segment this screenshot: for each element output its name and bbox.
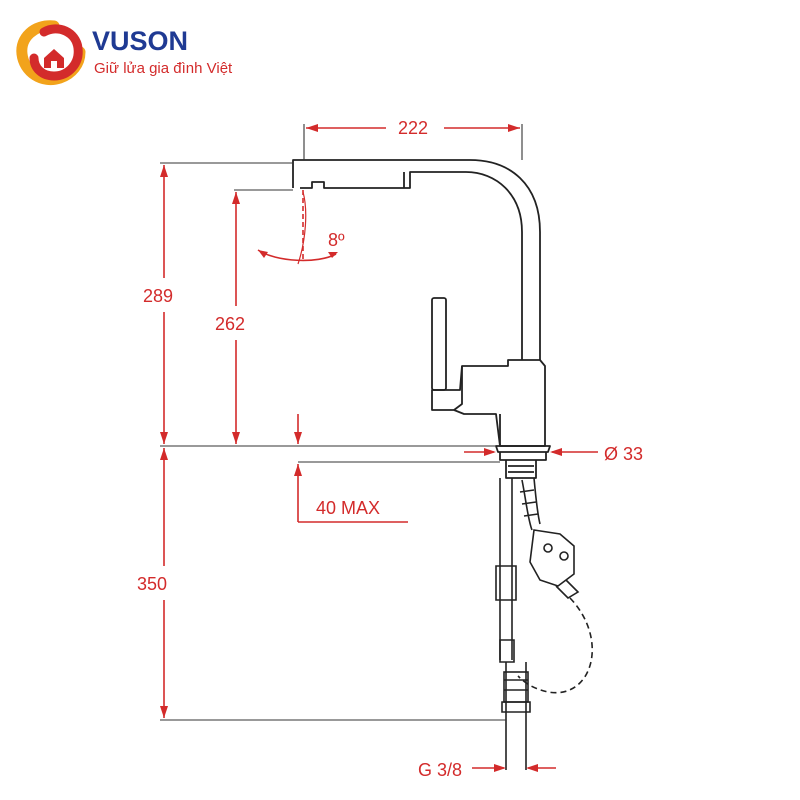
dim-connection: G 3/8 xyxy=(418,760,462,780)
faucet-body xyxy=(292,159,551,479)
threaded-shank xyxy=(505,460,537,479)
faucet-body-shape xyxy=(431,359,546,447)
hose-loop xyxy=(517,597,594,694)
spout-inner xyxy=(300,171,523,360)
corrugated-hose xyxy=(521,479,533,531)
spout-outer xyxy=(292,159,541,360)
dim-spout-height: 262 xyxy=(215,314,245,334)
dim-base-diameter: Ø 33 xyxy=(604,444,643,464)
under-deck-hoses xyxy=(495,477,594,770)
lever-handle xyxy=(431,297,447,391)
brand-name: VUSON xyxy=(92,26,189,56)
dim-spray-angle: 8º xyxy=(328,230,345,250)
brand-logo: VUSON Giữ lửa gia đình Việt xyxy=(14,18,284,90)
extension-lines xyxy=(160,124,523,721)
dim-total-height: 289 xyxy=(143,286,173,306)
base-flange xyxy=(495,445,551,453)
vuson-logo-icon xyxy=(16,20,86,85)
dim-spout-reach: 222 xyxy=(398,118,428,138)
dim-deck-thickness: 40 MAX xyxy=(316,498,380,518)
dim-hose-length: 350 xyxy=(137,574,167,594)
dimension-lines xyxy=(160,124,598,772)
brand-slogan: Giữ lửa gia đình Việt xyxy=(94,60,233,77)
